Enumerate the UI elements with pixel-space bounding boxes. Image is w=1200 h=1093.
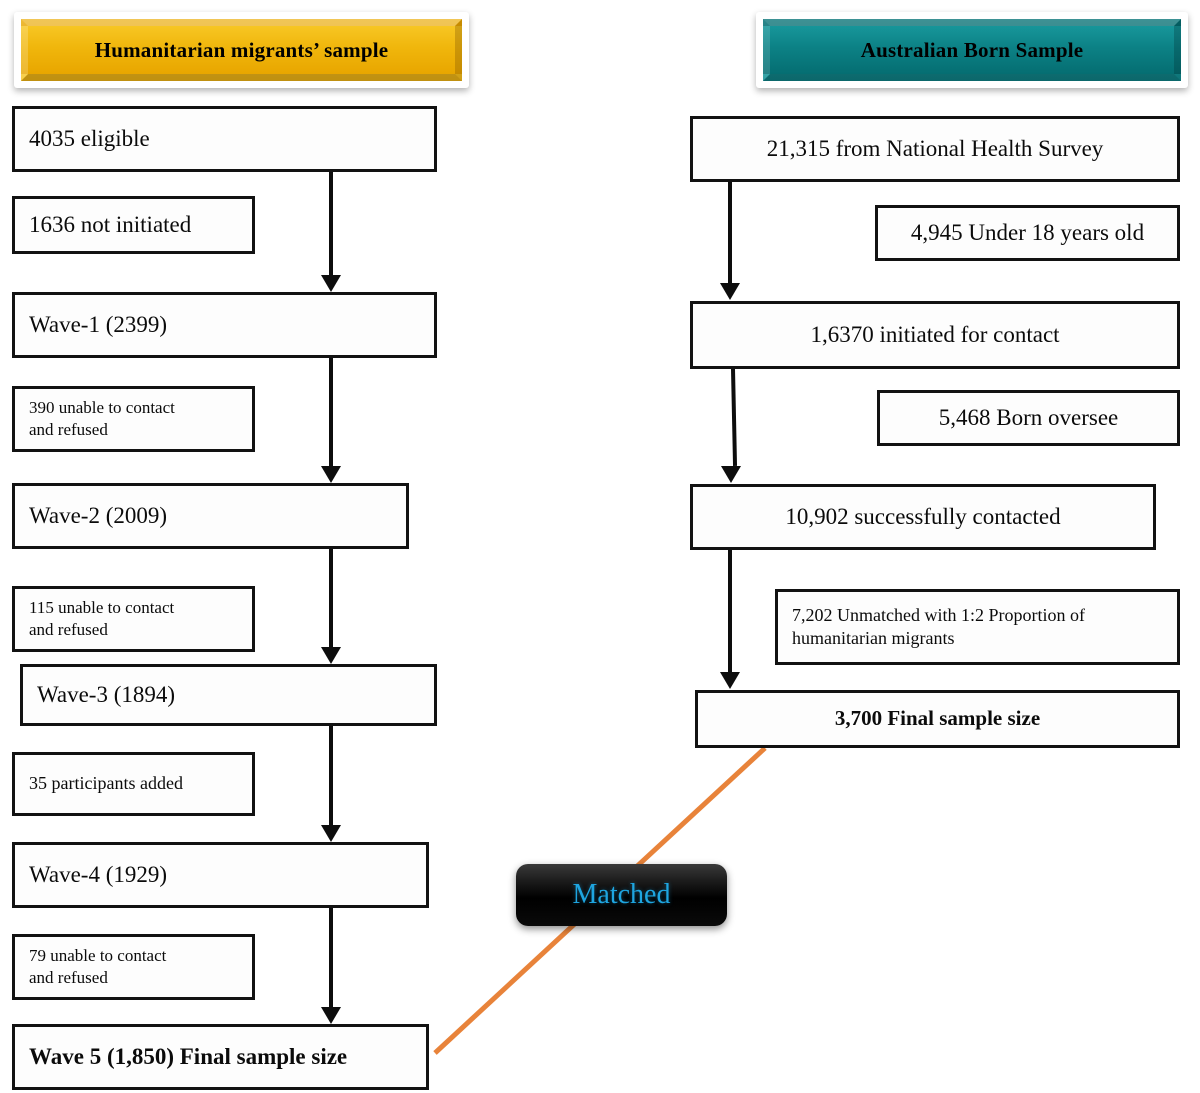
flow-node-label: 79 unable to contact and refused bbox=[29, 946, 167, 987]
right-column-header-label: Australian Born Sample bbox=[763, 19, 1181, 81]
flow-node-label: Wave-1 (2399) bbox=[29, 311, 168, 337]
flow-node-label: Wave 5 (1,850) Final sample size bbox=[29, 1043, 348, 1069]
left-column-header-label: Humanitarian migrants’ sample bbox=[21, 19, 462, 81]
flow-node-label: Wave-4 (1929) bbox=[29, 861, 168, 887]
flow-node-label: Wave-3 (1894) bbox=[37, 681, 176, 707]
left-column-header-banner: Humanitarian migrants’ sample bbox=[14, 12, 469, 88]
flow-node-21315-national-health-survey: 21,315 from National Health Survey bbox=[690, 116, 1180, 182]
flow-node-4035-eligible: 4035 eligible bbox=[12, 106, 437, 172]
flow-node-label: 1636 not initiated bbox=[29, 211, 192, 237]
flow-node-label: 35 participants added bbox=[29, 773, 183, 794]
flow-node-wave-5-final-sample: Wave 5 (1,850) Final sample size bbox=[12, 1024, 429, 1090]
flow-node-label: 4035 eligible bbox=[29, 125, 150, 151]
flow-node-label: 390 unable to contact and refused bbox=[29, 398, 175, 439]
flow-node-label: 7,202 Unmatched with 1:2 Proportion of h… bbox=[792, 604, 1085, 648]
flow-node-35-participants-added: 35 participants added bbox=[12, 752, 255, 816]
flow-node-390-unable-to-contact: 390 unable to contact and refused bbox=[12, 386, 255, 452]
flow-node-label: 1,6370 initiated for contact bbox=[810, 321, 1060, 347]
flow-node-label: 10,902 successfully contacted bbox=[785, 503, 1061, 529]
flow-node-label: 5,468 Born oversee bbox=[938, 404, 1119, 430]
flow-node-5468-born-oversee: 5,468 Born oversee bbox=[877, 390, 1180, 446]
flow-node-label: Wave-2 (2009) bbox=[29, 502, 168, 528]
flow-node-10902-successfully-contacted: 10,902 successfully contacted bbox=[690, 484, 1156, 550]
matched-badge-label: Matched bbox=[572, 879, 671, 910]
flow-node-3700-final-sample-size: 3,700 Final sample size bbox=[695, 690, 1180, 748]
flow-node-wave-2: Wave-2 (2009) bbox=[12, 483, 409, 549]
flow-node-1636-not-initiated: 1636 not initiated bbox=[12, 196, 255, 254]
flow-node-label: 4,945 Under 18 years old bbox=[910, 219, 1145, 245]
flow-node-wave-3: Wave-3 (1894) bbox=[20, 664, 437, 726]
flow-node-115-unable-to-contact: 115 unable to contact and refused bbox=[12, 586, 255, 652]
flow-node-label: 115 unable to contact and refused bbox=[29, 598, 175, 639]
right-column-header-banner: Australian Born Sample bbox=[756, 12, 1188, 88]
flow-node-79-unable-to-contact: 79 unable to contact and refused bbox=[12, 934, 255, 1000]
flow-node-wave-1: Wave-1 (2399) bbox=[12, 292, 437, 358]
flow-node-wave-4: Wave-4 (1929) bbox=[12, 842, 429, 908]
flow-node-7202-unmatched: 7,202 Unmatched with 1:2 Proportion of h… bbox=[775, 589, 1180, 665]
flow-node-4945-under-18: 4,945 Under 18 years old bbox=[875, 205, 1180, 261]
flow-node-label: 21,315 from National Health Survey bbox=[766, 135, 1104, 161]
matched-badge: Matched bbox=[516, 864, 727, 926]
flow-node-label: 3,700 Final sample size bbox=[834, 706, 1041, 731]
flow-node-16370-initiated-for-contact: 1,6370 initiated for contact bbox=[690, 301, 1180, 369]
